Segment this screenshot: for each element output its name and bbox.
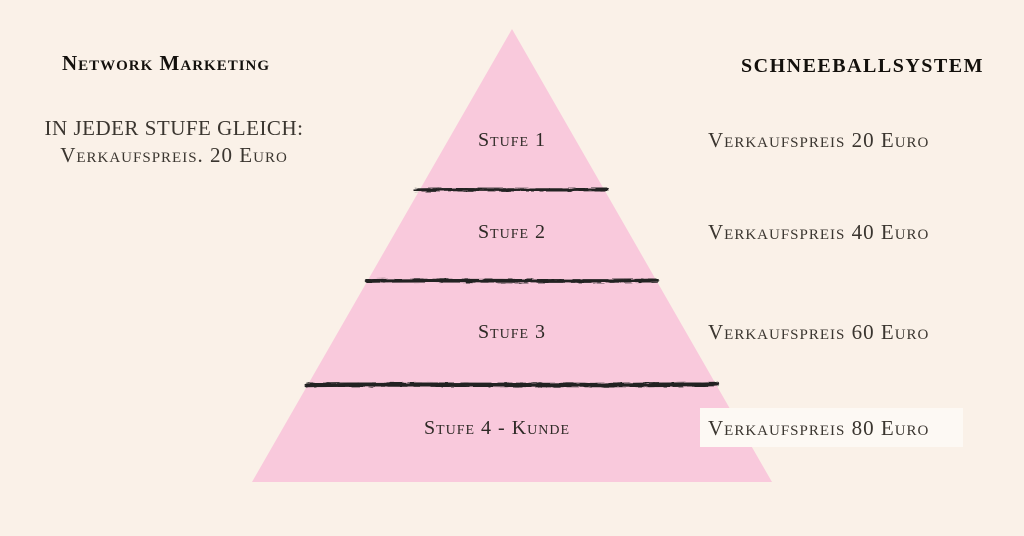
pyramid-level-2-label: Stufe 2 [477,221,547,243]
pyramid-level-4-label: Stufe 4 - Kunde [423,417,571,439]
price-row-2: Verkaufspreis 40 Euro [708,220,930,244]
price-highlight-box [700,408,963,447]
left-panel-description: IN JEDER STUFE GLEICH: Verkaufspreis. 20… [28,115,320,169]
left-description-line-1: IN JEDER STUFE GLEICH: [44,116,304,140]
left-panel-title: Network Marketing [61,51,271,75]
level-dividers [304,187,720,388]
left-description-line-2: Verkaufspreis. 20 Euro [60,143,288,167]
pyramid-level-3-label: Stufe 3 [477,321,547,343]
right-panel-title: SCHNEEBALLSYSTEM [741,55,984,77]
price-row-1: Verkaufspreis 20 Euro [708,128,930,152]
level-divider-2 [365,278,659,283]
level-divider-3 [304,381,720,388]
price-row-3: Verkaufspreis 60 Euro [708,320,930,344]
price-row-4: Verkaufspreis 80 Euro [708,416,930,440]
pyramid-level-1-label: Stufe 1 [477,129,547,151]
level-divider-1 [413,187,609,192]
pyramid-shape [252,29,772,482]
